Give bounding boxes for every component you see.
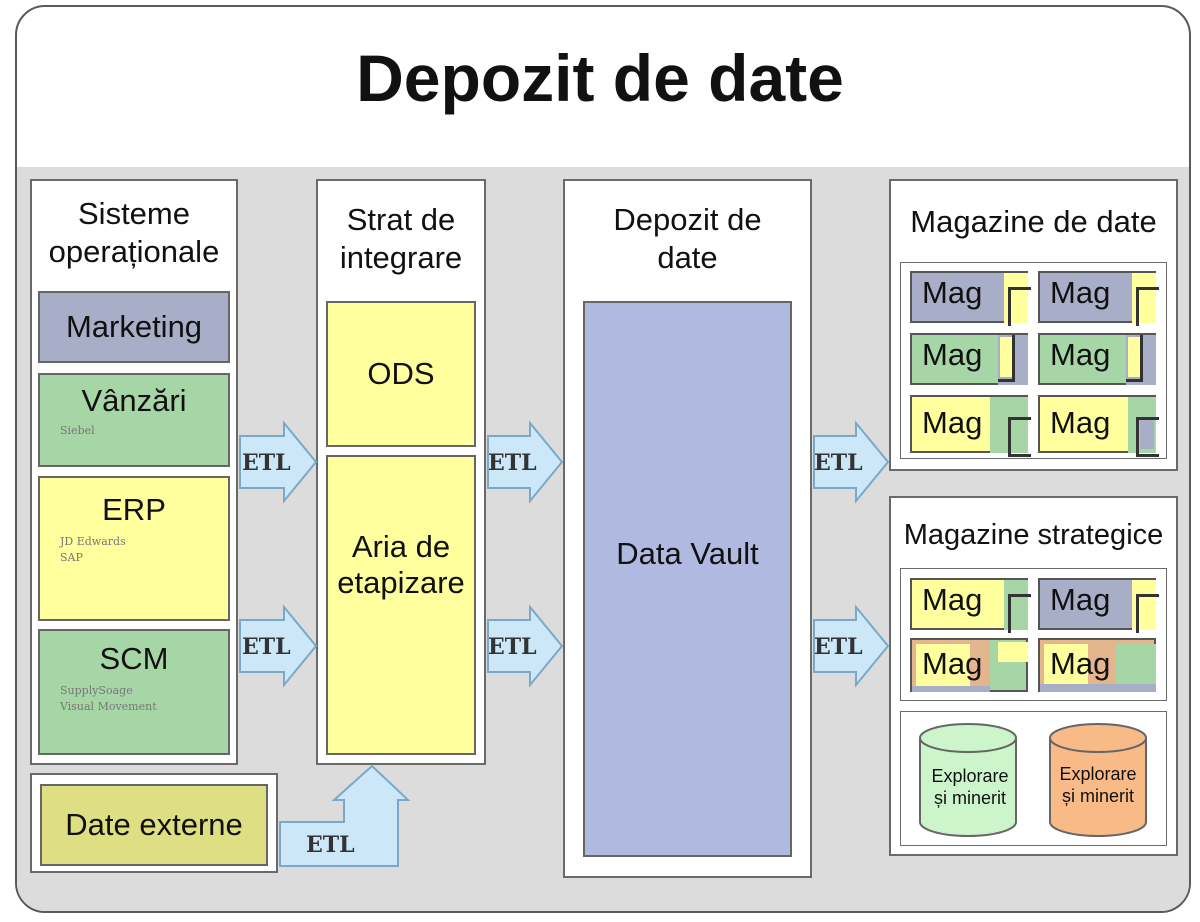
etl-label: ETL <box>306 832 355 858</box>
mining-label-1a: Explorare <box>931 766 1008 786</box>
system-scm: SCM SupplySoage Visual Movement <box>38 629 230 755</box>
staging-area-label: Aria de etapizare <box>337 529 465 600</box>
ods-label: ODS <box>367 356 435 391</box>
data-mart-3: Mag <box>910 333 1028 385</box>
mart-label: Mag <box>922 405 983 440</box>
ods-box: ODS <box>326 301 476 447</box>
strategic-marts-heading: Magazine strategice <box>903 519 1164 551</box>
system-label: SCM <box>99 641 169 676</box>
system-sublabel: Siebel <box>60 424 95 437</box>
mart-label: Mag <box>922 337 983 372</box>
etl-label: ETL <box>488 634 537 660</box>
strategic-mart-4: Mag <box>1038 638 1156 692</box>
data-marts-heading: Magazine de date <box>910 204 1157 239</box>
etl-arrow-4: ETL <box>487 604 564 688</box>
mining-label-2a: Explorare <box>1059 764 1136 784</box>
system-label: ERP <box>102 492 166 527</box>
data-warehouse-heading: Depozit de date <box>613 202 762 275</box>
etl-label: ETL <box>814 634 863 660</box>
mining-cylinder-1: Explorare și minerit <box>919 723 1017 837</box>
etl-arrow-6: ETL <box>813 604 890 688</box>
mart-label: Mag <box>1050 405 1111 440</box>
mart-label: Mag <box>1050 337 1111 372</box>
external-data-label: Date externe <box>65 807 243 842</box>
system-erp: ERP JD Edwards SAP <box>38 476 230 621</box>
data-mart-4: Mag <box>1038 333 1156 385</box>
mining-cylinder-2: Explorare și minerit <box>1049 723 1147 837</box>
integration-layer-heading: Strat de integrare <box>339 202 463 275</box>
data-vault-label: Data Vault <box>616 536 759 571</box>
strategic-mart-label: Mag <box>922 582 983 617</box>
mining-label-2b: și minerit <box>1062 786 1134 806</box>
data-mart-2: Mag <box>1038 271 1159 326</box>
data-vault-box: Data Vault <box>583 301 792 857</box>
etl-label: ETL <box>242 634 291 660</box>
etl-arrow-2: ETL <box>239 604 318 688</box>
etl-arrow-3: ETL <box>487 420 564 504</box>
system-label: Vânzări <box>81 383 187 418</box>
strategic-mart-label: Mag <box>1050 582 1111 617</box>
system-vanzari: Vânzări Siebel <box>38 373 230 467</box>
strategic-mart-2: Mag <box>1038 578 1159 633</box>
strategic-mart-1: Mag <box>910 578 1031 633</box>
staging-area-box: Aria de etapizare <box>326 455 476 755</box>
etl-arrow-external: ETL <box>279 764 411 867</box>
etl-arrow-5: ETL <box>813 420 890 504</box>
mart-label: Mag <box>1050 275 1111 310</box>
system-sublabel: SupplySoage Visual Movement <box>60 684 157 713</box>
data-mart-5: Mag <box>910 395 1031 457</box>
mart-label: Mag <box>922 275 983 310</box>
system-label: Marketing <box>65 309 203 344</box>
etl-arrow-1: ETL <box>239 420 318 504</box>
strategic-mart-label: Mag <box>1050 646 1111 681</box>
etl-label: ETL <box>488 450 537 476</box>
etl-label: ETL <box>242 450 291 476</box>
external-data-box: Date externe <box>40 784 268 866</box>
mining-label-1b: și minerit <box>934 788 1006 808</box>
strategic-mart-label: Mag <box>922 646 983 681</box>
mining-cylinders: Explorare și minerit Explorare și mineri… <box>919 723 1147 837</box>
page-title: Depozit de date <box>356 41 844 115</box>
system-sublabel: JD Edwards SAP <box>60 535 126 564</box>
data-mart-1: Mag <box>910 271 1031 326</box>
operational-systems-heading: Sisteme operaționale <box>48 196 220 269</box>
strategic-mart-3: Mag <box>910 638 1028 692</box>
data-mart-6: Mag <box>1038 395 1159 457</box>
etl-label: ETL <box>814 450 863 476</box>
system-marketing: Marketing <box>38 291 230 363</box>
